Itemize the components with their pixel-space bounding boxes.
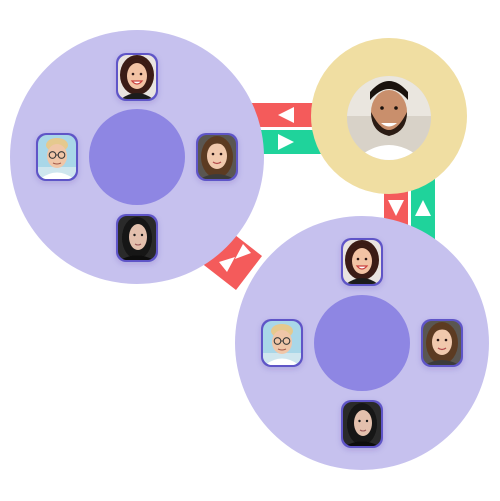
member-avatar-left bbox=[36, 133, 78, 181]
member-avatar-right bbox=[421, 319, 463, 367]
arrow-down-left-icon bbox=[219, 257, 235, 272]
arrow-down-icon bbox=[388, 200, 404, 216]
arrow-right-icon bbox=[278, 134, 294, 150]
member-avatar-top bbox=[341, 238, 383, 286]
bearded-man-avatar-icon bbox=[347, 76, 431, 160]
arrow-up-right-icon bbox=[235, 244, 251, 259]
member-avatar-right bbox=[196, 133, 238, 181]
member-avatar-bottom bbox=[116, 214, 158, 262]
arrow-left-icon bbox=[278, 107, 294, 123]
arrow-up-icon bbox=[415, 200, 431, 216]
member-avatar-top bbox=[116, 53, 158, 101]
group-1-center bbox=[89, 109, 185, 205]
member-avatar-left bbox=[261, 319, 303, 367]
group-2-center bbox=[314, 295, 410, 391]
host-node bbox=[311, 38, 467, 194]
member-avatar-bottom bbox=[341, 400, 383, 448]
group-2 bbox=[235, 216, 489, 470]
group-1 bbox=[10, 30, 264, 284]
